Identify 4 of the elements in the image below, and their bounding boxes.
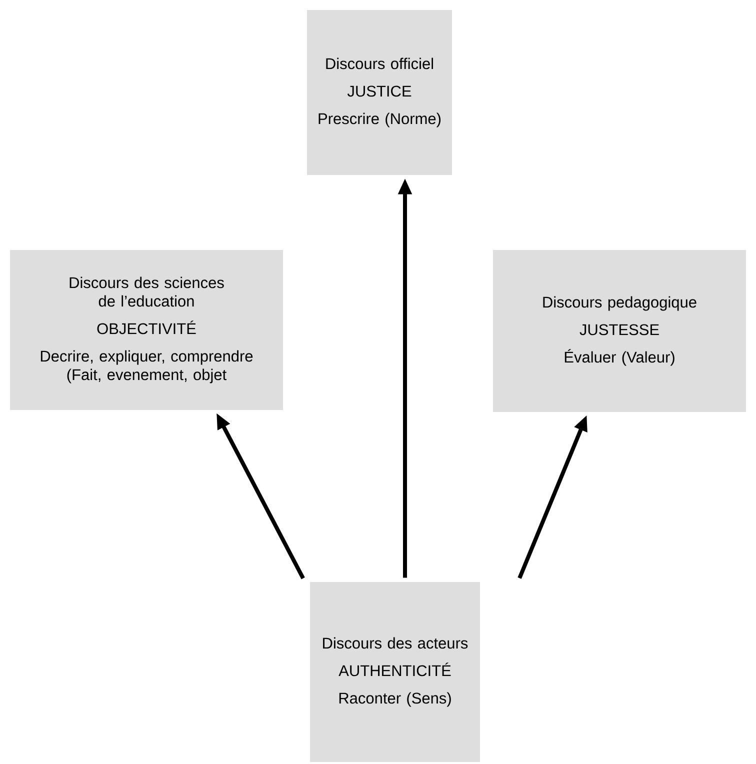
text-box: Discours pedagogique JUSTESSE Évaluer (Valeur)	[493, 250, 746, 412]
text-box: Discours des sciences de l’education OBJECTIVITÉ Decrire, expliquer, comprendre (Fait, evenement, objet	[10, 250, 283, 410]
text-box: Discours des acteurs AUTHENTICITÉ Raconter (Sens)	[310, 582, 480, 762]
text-box: Discours officiel JUSTICE Prescrire (Norme)	[307, 10, 452, 175]
